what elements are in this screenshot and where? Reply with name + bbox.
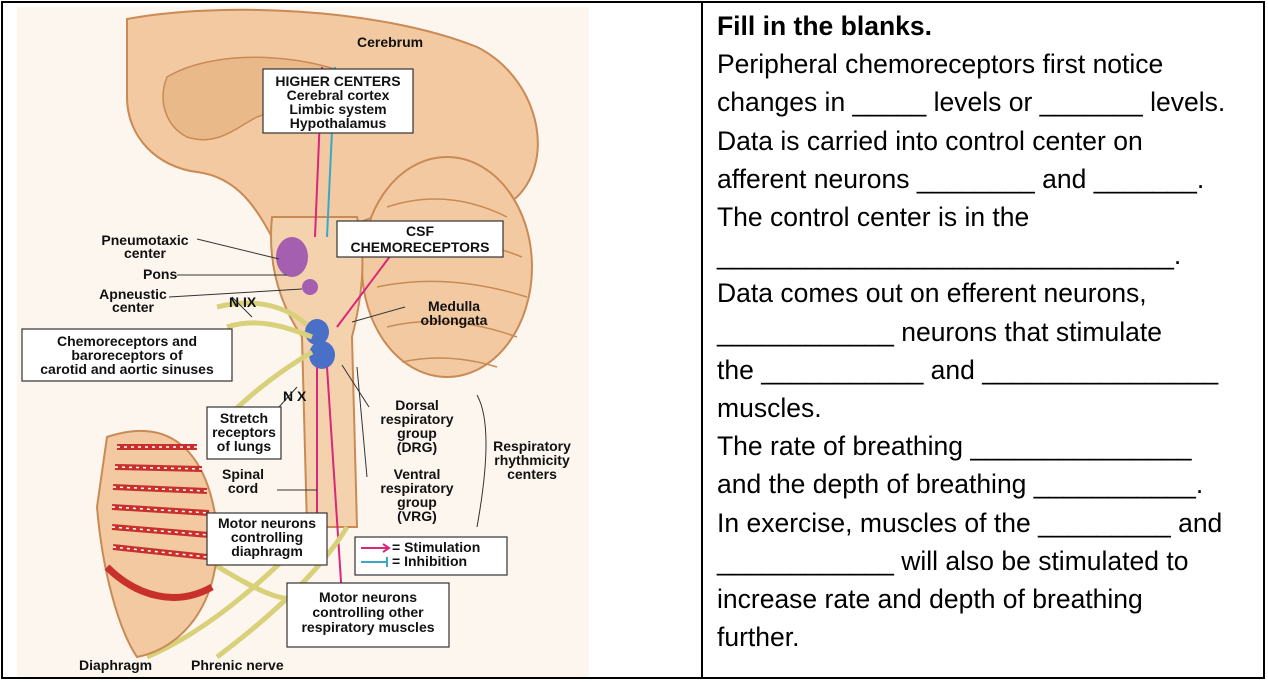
label-hypothalamus: Hypothalamus [290,115,387,131]
label-stretch-2: receptors [212,424,276,440]
apneustic-nucleus [302,279,318,295]
label-motor-diaphragm-1: Motor neurons [218,515,316,531]
text-line-5: The control center is in the [717,202,1030,233]
label-motor-other-1: Motor neurons [319,589,417,605]
label-vrg-1: Ventral [394,466,441,482]
fill-in-blanks-text: Fill in the blanks. Peripheral chemorece… [717,7,1263,656]
text-line-15: increase rate and depth of breathing [717,584,1143,615]
label-spinal: Spinal [222,466,264,482]
label-stretch-1: Stretch [220,410,268,426]
label-n-ix: N IX [229,294,257,310]
text-line-13: In exercise, muscles of the _________ an… [717,507,1223,538]
worksheet-title: Fill in the blanks. [717,11,932,41]
label-pneumotaxic: Pneumotaxic [101,232,188,248]
cerebellum-shape [361,156,533,378]
label-cerebrum: Cerebrum [357,34,423,50]
label-peripheral-chemo-3: carotid and aortic sinuses [40,361,214,377]
label-drg-1: Dorsal [395,397,439,413]
text-line-3: Data is carried into control center on [717,125,1143,156]
label-higher-centers: HIGHER CENTERS [275,73,400,89]
label-cerebral-cortex: Cerebral cortex [287,87,390,103]
diaphragm-muscle [104,564,214,601]
respiratory-control-diagram: Cerebrum HIGHER CENTERS Cerebral cortex … [17,7,589,677]
label-medulla-oblongata: oblongata [421,312,488,328]
label-motor-other-3: respiratory muscles [301,619,434,635]
text-line-12: and the depth of breathing ___________. [717,469,1204,500]
label-vrg-3: group [397,494,437,510]
legend-stimulation: = Stimulation [392,539,480,555]
label-n-x: N X [283,388,307,404]
text-line-9: the ___________ and ________________ [717,354,1219,385]
label-drg-2: respiratory [380,411,453,427]
label-vrg-4: (VRG) [397,508,437,524]
text-line-11: The rate of breathing _______________ [717,431,1192,462]
column-divider [701,3,703,677]
label-csf: CSF [406,223,434,239]
label-motor-diaphragm-3: diaphragm [231,543,303,559]
label-drg-4: (DRG) [397,439,437,455]
label-rhythmicity-2: rhythmicity [494,452,570,468]
drg-nucleus [305,319,329,345]
text-line-4: afferent neurons ________ and _______. [717,163,1205,194]
label-drg-3: group [397,425,437,441]
text-line-14: ____________ will also be stimulated to [717,545,1189,576]
label-motor-diaphragm-2: controlling [231,529,303,545]
text-line-7: Data comes out on efferent neurons, [717,278,1147,309]
text-line-10: muscles. [717,393,822,424]
label-spinal-cord: cord [228,480,258,496]
label-peripheral-chemo-1: Chemoreceptors and [57,333,197,349]
text-line-1: Peripheral chemoreceptors first notice [717,49,1164,80]
legend-inhibition: = Inhibition [392,553,467,569]
label-diaphragm: Diaphragm [79,657,152,673]
label-vrg-2: respiratory [380,480,453,496]
label-rhythmicity-3: centers [507,466,557,482]
text-line-8: ____________ neurons that stimulate [717,316,1162,347]
vrg-nucleus [309,341,335,369]
label-apneustic: Apneustic [99,286,167,302]
label-apneustic-center: center [112,299,155,315]
label-medulla: Medulla [428,298,480,314]
label-motor-other-2: controlling other [312,604,424,620]
label-phrenic-nerve: Phrenic nerve [191,657,284,673]
text-line-16: further. [717,622,800,653]
label-pons: Pons [143,266,177,282]
label-peripheral-chemo-2: baroreceptors of [71,347,183,363]
label-csf-chemoreceptors: CHEMORECEPTORS [351,239,490,255]
label-rhythmicity-1: Respiratory [493,438,571,454]
label-limbic-system: Limbic system [289,101,386,117]
text-line-6: _______________________________. [717,240,1182,271]
text-line-2: changes in _____ levels or _______ level… [717,87,1226,118]
label-stretch-3: of lungs [217,438,272,454]
pneumotaxic-nucleus [276,237,308,277]
label-pneumotaxic-center: center [124,245,167,261]
